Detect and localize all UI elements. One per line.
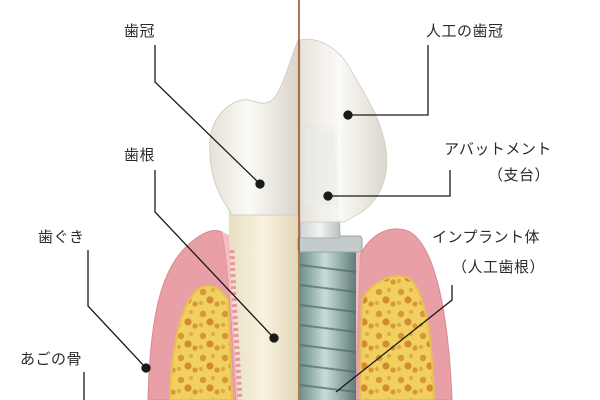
natural-crown bbox=[209, 39, 299, 216]
label-root: 歯根 bbox=[124, 146, 156, 164]
leader-crown bbox=[154, 45, 261, 185]
leader-abutment bbox=[328, 170, 451, 197]
periodontal-ligament bbox=[229, 249, 243, 400]
leader-gum bbox=[87, 250, 147, 369]
natural-root bbox=[228, 170, 298, 400]
jawbone-right bbox=[358, 275, 436, 400]
label-abutment: アバットメント bbox=[444, 140, 552, 158]
label-implant-body: インプラント体 bbox=[432, 228, 541, 246]
leader-artificial-crown bbox=[348, 45, 429, 116]
leader-implant-body bbox=[335, 285, 453, 393]
jawbone-left bbox=[168, 284, 234, 400]
label-crown: 歯冠 bbox=[124, 22, 156, 40]
label-jawbone: あごの骨 bbox=[20, 350, 83, 368]
label-gum: 歯ぐき bbox=[38, 228, 85, 246]
label-abutment-sub: （支台） bbox=[488, 166, 551, 184]
leader-root bbox=[154, 170, 275, 339]
label-artificial-crown: 人工の歯冠 bbox=[426, 22, 504, 40]
label-implant-body-sub: （人工歯根） bbox=[452, 258, 546, 276]
implant-body bbox=[297, 235, 363, 400]
